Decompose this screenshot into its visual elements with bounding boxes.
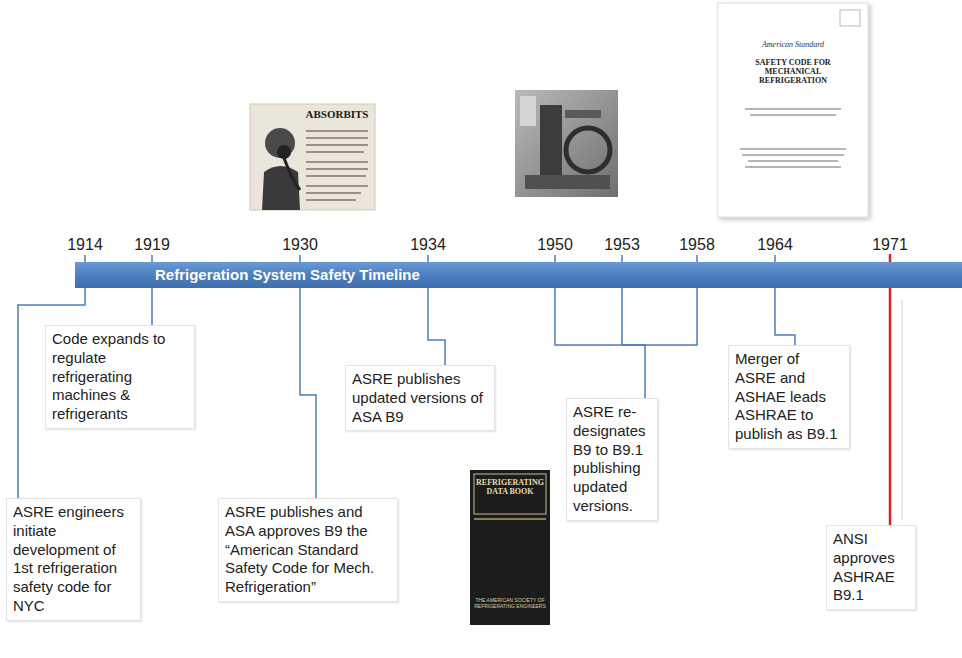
node-text: Code expands to regulate refrigerating m… [52, 330, 188, 424]
photo-ground [515, 90, 618, 197]
node-text: ASRE publishes and ASA approves B9 the “… [225, 503, 391, 597]
node-text: Merger of ASRE and ASHAE leads ASHRAE to… [735, 350, 843, 444]
machine-photo [515, 90, 618, 197]
data-book-cover [470, 470, 550, 625]
leader-connector [775, 288, 795, 345]
leader-connector [622, 288, 645, 398]
machine-wheel [566, 128, 610, 172]
ad-body [262, 166, 300, 210]
book-publisher: THE AMERICAN SOCIETY OF REFRIGERATING EN… [474, 598, 546, 610]
machine-base [525, 175, 610, 189]
book-title: REFRIGERATING DATA BOOK [475, 478, 545, 496]
document-stamp [840, 10, 860, 26]
timeline-band: Refrigeration System Safety Timeline [75, 262, 962, 288]
ad-text-lines [306, 130, 368, 201]
leader-connector [300, 288, 316, 498]
node-text: ASRE engineers initiate development of 1… [13, 503, 134, 616]
event-box: ASRE publishes updated versions of ASA B… [345, 365, 495, 431]
node-text: Refrigeration System Safety Timeline [155, 265, 962, 285]
machine-gauge [520, 96, 536, 126]
year-label: 1971 [872, 236, 908, 254]
book-rule [474, 518, 546, 520]
year-label: 1934 [410, 236, 446, 254]
year-label: 1919 [134, 236, 170, 254]
node-text: ASRE publishes updated versions of ASA B… [352, 370, 488, 426]
leader-connector [889, 288, 892, 525]
leader-connector [428, 288, 445, 365]
document-page [718, 3, 868, 217]
ad-headline: ABSORBITS [306, 108, 369, 121]
standard-document [718, 3, 868, 217]
event-box: ASRE engineers initiate development of 1… [6, 498, 141, 621]
absorbits-ad [250, 104, 375, 210]
guide-line [902, 300, 903, 520]
year-label: 1914 [67, 236, 103, 254]
event-box: ASRE re-designates B9 to B9.1 publishing… [566, 398, 658, 521]
year-label: 1950 [537, 236, 573, 254]
year-label: 1930 [282, 236, 318, 254]
event-box: ANSI approves ASHRAE B9.1 [826, 525, 916, 610]
document-heading: American Standard [762, 40, 824, 49]
year-bracket [555, 288, 697, 345]
year-label: 1964 [757, 236, 793, 254]
book-cover [470, 470, 550, 625]
event-box: Code expands to regulate refrigerating m… [45, 325, 195, 429]
leader-connector [151, 288, 153, 325]
year-ticks [85, 255, 775, 262]
machine-cylinder [540, 105, 562, 175]
node-text: ASRE re-designates B9 to B9.1 publishing… [573, 403, 651, 516]
document-title: SAFETY CODE FOR MECHANICAL REFRIGERATION [733, 58, 853, 86]
ad-head [265, 128, 295, 158]
ad-mask [277, 145, 291, 159]
document-text-lines [740, 108, 846, 168]
event-box: ASRE publishes and ASA approves B9 the “… [218, 498, 398, 602]
node-text: ANSI approves ASHRAE B9.1 [833, 530, 909, 605]
book-title-frame [474, 474, 546, 514]
year-label: 1958 [679, 236, 715, 254]
red-tick [889, 254, 892, 262]
ad-ground [250, 104, 375, 210]
ad-hose [284, 158, 300, 190]
year-label: 1953 [604, 236, 640, 254]
event-box: Merger of ASRE and ASHAE leads ASHRAE to… [728, 345, 850, 449]
machine-pipe [565, 110, 601, 118]
